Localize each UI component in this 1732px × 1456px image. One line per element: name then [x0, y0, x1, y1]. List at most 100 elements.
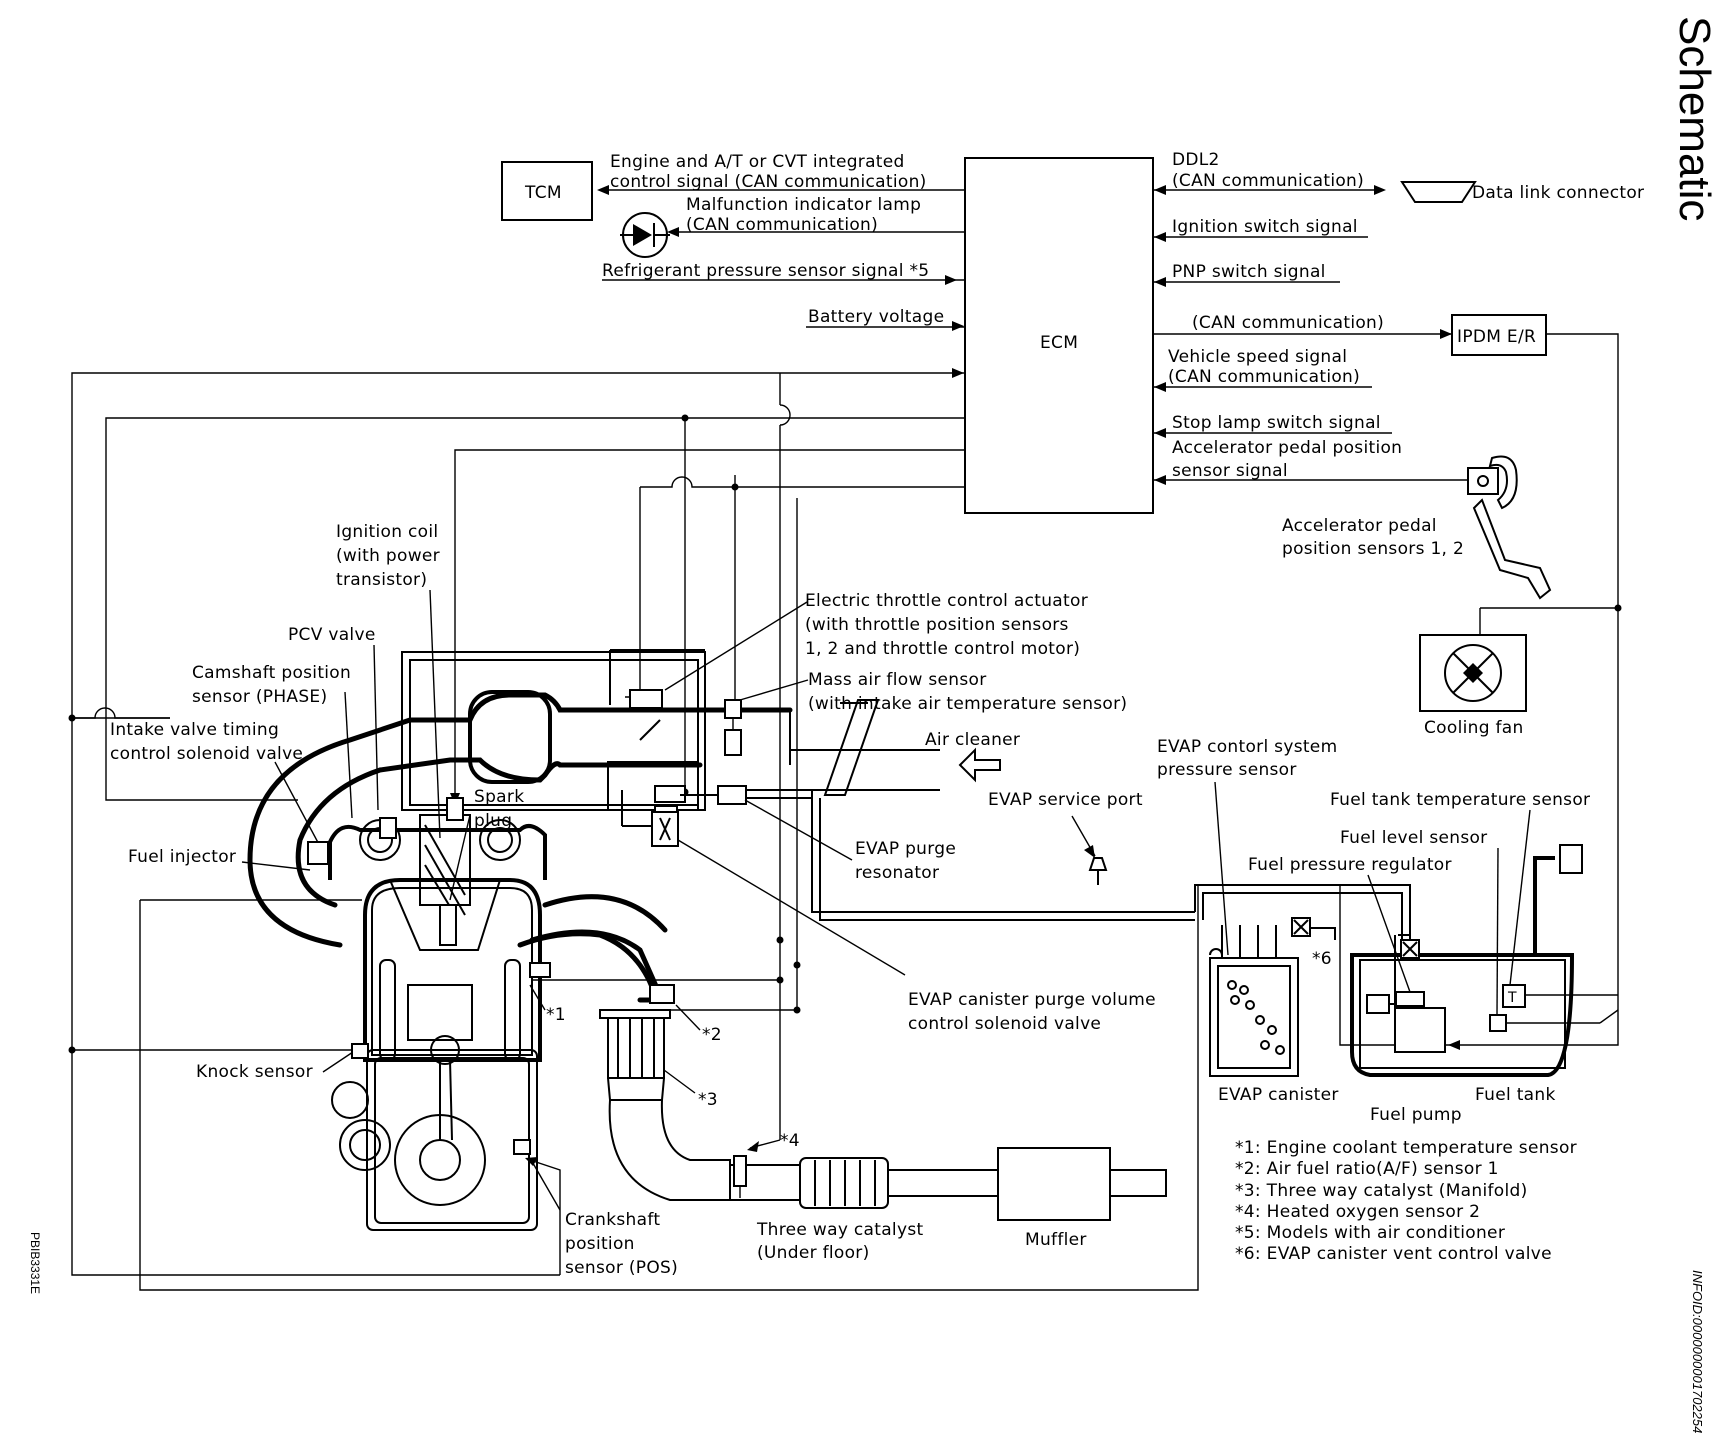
footnotes: *1: Engine coolant temperature sensor *2… — [1235, 1138, 1577, 1264]
intake-valve-timing-label-1: Intake valve timing — [110, 720, 279, 740]
info-id: INFOID:0000000001702254 — [1690, 1270, 1712, 1440]
footnote-2: *2: Air fuel ratio(A/F) sensor 1 — [1235, 1159, 1499, 1179]
svg-text:T: T — [1507, 990, 1517, 1006]
spark-plug-label-1: Spark — [474, 787, 524, 807]
cooling-fan-icon — [1444, 644, 1502, 702]
ecm-left-signal-4: (CAN communication) — [686, 215, 878, 235]
info-id-text: INFOID:0000000001702254 — [1690, 1270, 1705, 1434]
fuel-level-label: Fuel level sensor — [1340, 828, 1487, 848]
marker-2: *2 — [702, 1025, 722, 1045]
data-link-connector-label: Data link connector — [1472, 183, 1644, 203]
crankshaft-sensor-label-2: position — [565, 1234, 635, 1254]
ecm-right-signal-7: (CAN communication) — [1168, 367, 1360, 387]
evap-service-port-label: EVAP service port — [988, 790, 1143, 810]
footnote-5: *5: Models with air conditioner — [1235, 1223, 1505, 1243]
ecm-right-signal-1: DDL2 — [1172, 150, 1220, 170]
evap-pressure-sensor-label-1: EVAP contorl system — [1157, 737, 1337, 757]
engine-block — [328, 651, 706, 1231]
ignition-coil-label-1: Ignition coil — [336, 522, 438, 542]
marker-3: *3 — [698, 1090, 718, 1110]
intake-manifold — [247, 690, 793, 1003]
three-way-catalyst-label-1: Three way catalyst — [756, 1220, 923, 1240]
air-cleaner-label: Air cleaner — [925, 730, 1020, 750]
ecm-right-signal-6: Vehicle speed signal — [1168, 347, 1347, 367]
ecm-label: ECM — [1040, 333, 1078, 353]
ipdm-label: IPDM E/R — [1457, 327, 1536, 347]
footnote-3: *3: Three way catalyst (Manifold) — [1235, 1181, 1528, 1201]
camshaft-sensor-icon — [379, 817, 397, 839]
exhaust-sensors — [529, 962, 747, 1198]
ecm-right-wiring — [1153, 185, 1468, 485]
drawing-code-text: PBIB3331E — [28, 1232, 42, 1295]
footnote-6: *6: EVAP canister vent control valve — [1235, 1244, 1552, 1264]
cooling-fan-label: Cooling fan — [1424, 718, 1524, 738]
accelerator-sensor-label-1: Accelerator pedal — [1282, 516, 1437, 536]
ecm-left-signal-5: Refrigerant pressure sensor signal *5 — [602, 261, 929, 281]
throttle-actuator-label-3: 1, 2 and throttle control motor) — [805, 639, 1080, 659]
ipdm-box — [1451, 314, 1547, 356]
tcm-label: TCM — [524, 183, 562, 203]
ecm-right-signal-9: Accelerator pedal position — [1172, 438, 1402, 458]
footnote-4: *4: Heated oxygen sensor 2 — [1235, 1202, 1480, 1222]
evap-purge-solenoid-label-2: control solenoid valve — [908, 1014, 1101, 1034]
ecm-left-signal-3: Malfunction indicator lamp — [686, 195, 921, 215]
ecm-left-signal-6: Battery voltage — [808, 307, 944, 327]
main-harness-wiring — [68, 368, 965, 1276]
accelerator-pedal-icon — [1467, 455, 1552, 600]
ecm-right-signal-5: (CAN communication) — [1192, 313, 1384, 333]
mass-air-flow-label-2: (with intake air temperature sensor) — [808, 694, 1127, 714]
muffler-label: Muffler — [1025, 1230, 1087, 1250]
ecm-right-signal-8: Stop lamp switch signal — [1172, 413, 1381, 433]
fuel-injector-label: Fuel injector — [128, 847, 236, 867]
fuel-pressure-regulator-label: Fuel pressure regulator — [1248, 855, 1452, 875]
evap-purge-resonator-label-2: resonator — [855, 863, 939, 883]
marker-6: *6 — [1312, 949, 1332, 969]
engine-leader-lines — [241, 589, 906, 1211]
fuel-tank-label: Fuel tank — [1475, 1085, 1556, 1105]
fuel-pump-label: Fuel pump — [1370, 1105, 1462, 1125]
malfunction-indicator-lamp-icon — [620, 212, 670, 258]
fuel-system: T — [1209, 844, 1619, 1077]
knock-sensor-icon — [351, 1043, 369, 1059]
exhaust-system — [599, 1009, 1167, 1221]
ecm-left-signal-2: control signal (CAN communication) — [610, 172, 927, 192]
throttle-actuator-label-2: (with throttle position sensors — [805, 615, 1069, 635]
ecm-left-signal-1: Engine and A/T or CVT integrated — [610, 152, 905, 172]
mass-air-flow-label-1: Mass air flow sensor — [808, 670, 987, 690]
evap-purge-resonator-label-1: EVAP purge — [855, 839, 956, 859]
ecm-right-signal-3: Ignition switch signal — [1172, 217, 1358, 237]
three-way-catalyst-label-2: (Under floor) — [757, 1243, 870, 1263]
crankshaft-sensor-icon — [513, 1139, 531, 1155]
section-title-text: Schematic — [1670, 16, 1719, 222]
accelerator-sensor-label-2: position sensors 1, 2 — [1282, 539, 1464, 559]
evap-purge-solenoid-label-1: EVAP canister purge volume — [908, 990, 1156, 1010]
data-link-connector-icon — [1400, 181, 1477, 203]
evap-pressure-sensor-label-2: pressure sensor — [1157, 760, 1297, 780]
ignition-coil-icon — [446, 797, 464, 821]
throttle-actuator-label-1: Electric throttle control actuator — [805, 591, 1088, 611]
ecm-right-signal-2: (CAN communication) — [1172, 171, 1364, 191]
ignition-coil-label-3: transistor) — [336, 570, 427, 590]
fuel-injector-icon — [307, 841, 329, 865]
fuel-tank-temp-label: Fuel tank temperature sensor — [1330, 790, 1590, 810]
spark-plug-label-2: plug — [474, 811, 512, 831]
marker-1: *1 — [546, 1005, 566, 1025]
section-title: Schematic — [1663, 16, 1723, 256]
footnote-1: *1: Engine coolant temperature sensor — [1235, 1138, 1577, 1158]
tcm-box — [501, 161, 593, 221]
ecm-right-signal-10: sensor signal — [1172, 461, 1288, 481]
pcv-valve-label: PCV valve — [288, 625, 376, 645]
crankshaft-sensor-label-1: Crankshaft — [565, 1210, 660, 1230]
knock-sensor-label: Knock sensor — [196, 1062, 313, 1082]
intake-valve-timing-label-2: control solenoid valve — [110, 744, 303, 764]
crankshaft-sensor-label-3: sensor (POS) — [565, 1258, 678, 1278]
ecm-box — [964, 157, 1154, 514]
ecm-left-wiring — [597, 185, 965, 331]
evap-purge-lines — [621, 785, 1411, 940]
evap-canister-label: EVAP canister — [1218, 1085, 1339, 1105]
marker-4: *4 — [780, 1131, 800, 1151]
ecm-right-signal-4: PNP switch signal — [1172, 262, 1326, 282]
camshaft-sensor-label-2: sensor (PHASE) — [192, 687, 327, 707]
